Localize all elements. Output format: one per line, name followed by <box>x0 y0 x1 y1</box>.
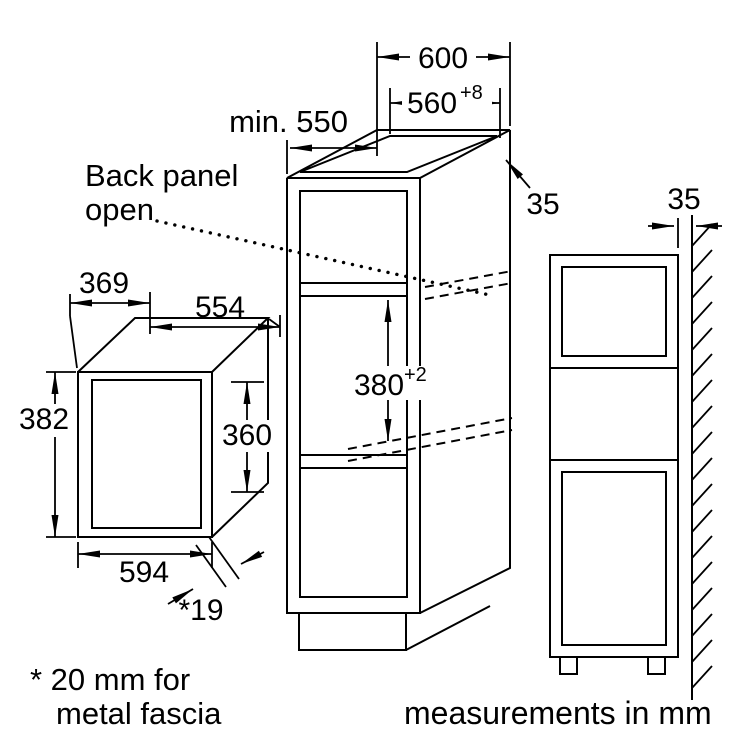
extension-lines <box>268 315 281 337</box>
dim-min-depth-label: min. 550 <box>229 104 348 139</box>
fascia-arrow-right <box>240 550 265 565</box>
microwave-isometric: 369 554 382 360 594 *19 <box>16 267 281 627</box>
back-panel-leader-line <box>155 219 496 298</box>
footnote-line2: metal fascia <box>56 696 222 731</box>
dim-niche-width-tolerance: +8 <box>460 82 483 104</box>
extension-lines <box>286 42 511 174</box>
dim-niche-width-label: 560 <box>407 87 457 120</box>
dim-overall-height-label: 382 <box>19 403 69 436</box>
back-panel-note-line1: Back panel <box>85 158 238 193</box>
wall-hatching <box>691 223 713 689</box>
dim-depth-label: 369 <box>79 267 129 300</box>
dim-niche-height-label: 380 <box>354 369 404 402</box>
microwave-outline <box>77 317 271 538</box>
dim-panel-thickness-label: 35 <box>526 188 559 221</box>
dim-arrow-panel-thickness <box>505 159 531 189</box>
footnote-line1: * 20 mm for <box>30 662 190 697</box>
extension-lines <box>46 371 76 538</box>
fascia-arrow-left <box>167 588 194 605</box>
label-background <box>345 366 429 400</box>
dim-cabinet-width-label: 600 <box>418 42 468 75</box>
label-background <box>402 88 492 118</box>
label-background <box>410 41 476 72</box>
back-panel-note-line2: open <box>85 192 154 227</box>
dim-fascia-offset-label: *19 <box>178 594 223 627</box>
tall-cabinet-isometric <box>286 129 513 651</box>
label-background <box>221 420 273 452</box>
side-view-legs <box>559 657 666 675</box>
units-note: measurements in mm <box>404 695 712 731</box>
dim-top-width-label: 554 <box>195 291 245 324</box>
dim-wall-clearance-label: 35 <box>667 183 700 216</box>
side-view-outline <box>549 254 679 658</box>
cabinet-side-view: 35 <box>549 183 722 700</box>
fascia-extension-lines <box>195 536 240 588</box>
dim-niche-height-tolerance: +2 <box>404 364 427 386</box>
dim-door-height-label: 360 <box>222 419 272 452</box>
tall-cabinet-dimensions: 600 560 +8 min. 550 380 +2 35 <box>229 41 560 441</box>
dim-front-width-label: 594 <box>119 556 169 589</box>
tall-cabinet-outline <box>286 129 511 651</box>
label-background <box>16 404 73 437</box>
